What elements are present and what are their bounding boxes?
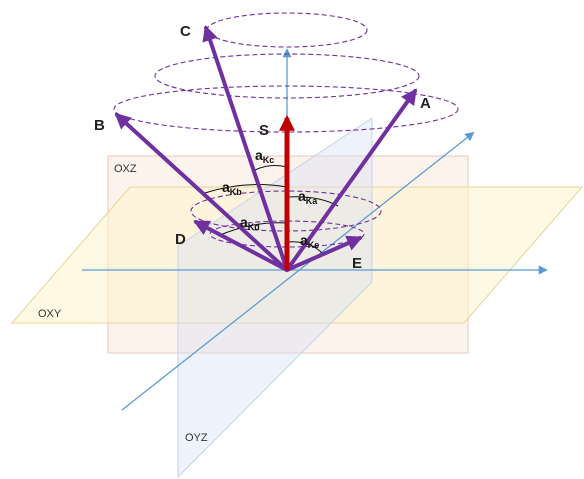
vector-e [285, 235, 363, 272]
vector-label-c: C [180, 23, 191, 40]
cone-ellipse-middle [154, 53, 420, 99]
angle-label-kb: aKb [222, 179, 242, 197]
vector-b [114, 112, 289, 272]
plane-label-oyz: OYZ [185, 432, 208, 444]
plane-oyz [177, 117, 373, 479]
plane-label-oxz: OXZ [114, 163, 137, 175]
angle-subscript-kb: Kb [230, 187, 242, 197]
vector-a [285, 88, 417, 272]
angle-symbol: a [240, 214, 248, 230]
y-axis [121, 131, 475, 411]
angle-symbol: a [255, 147, 263, 163]
angle-arc-kd [217, 222, 288, 237]
vector-d [193, 220, 289, 272]
angle-subscript-ka: Ka [306, 196, 318, 206]
angle-arc-kc [254, 165, 288, 171]
plane-label-oxy: OXY [38, 308, 62, 320]
cone-ellipse-bottom [209, 220, 365, 248]
angle-symbol: a [222, 179, 230, 195]
angle-symbol: a [300, 232, 308, 248]
angle-subscript-kd: Kd [248, 222, 260, 232]
angle-label-kc: aKc [255, 147, 274, 165]
vector-label-b: B [94, 117, 105, 134]
vector-c [202, 24, 289, 272]
vector-label-a: A [420, 95, 431, 112]
vector-label-e: E [352, 255, 362, 272]
angle-arc-kb [204, 184, 288, 194]
angle-label-kd: aKd [240, 214, 260, 232]
angle-symbol: a [298, 188, 306, 204]
angle-subscript-kc: Kc [263, 155, 275, 165]
vector-label-d: D [175, 231, 186, 248]
angle-label-ka: aKa [298, 188, 318, 206]
angle-subscript-ke: Ke [308, 240, 320, 250]
angle-label-ke: aKe [300, 232, 319, 250]
cone-ellipse-top [206, 12, 368, 48]
vector-label-s: S [259, 122, 269, 139]
